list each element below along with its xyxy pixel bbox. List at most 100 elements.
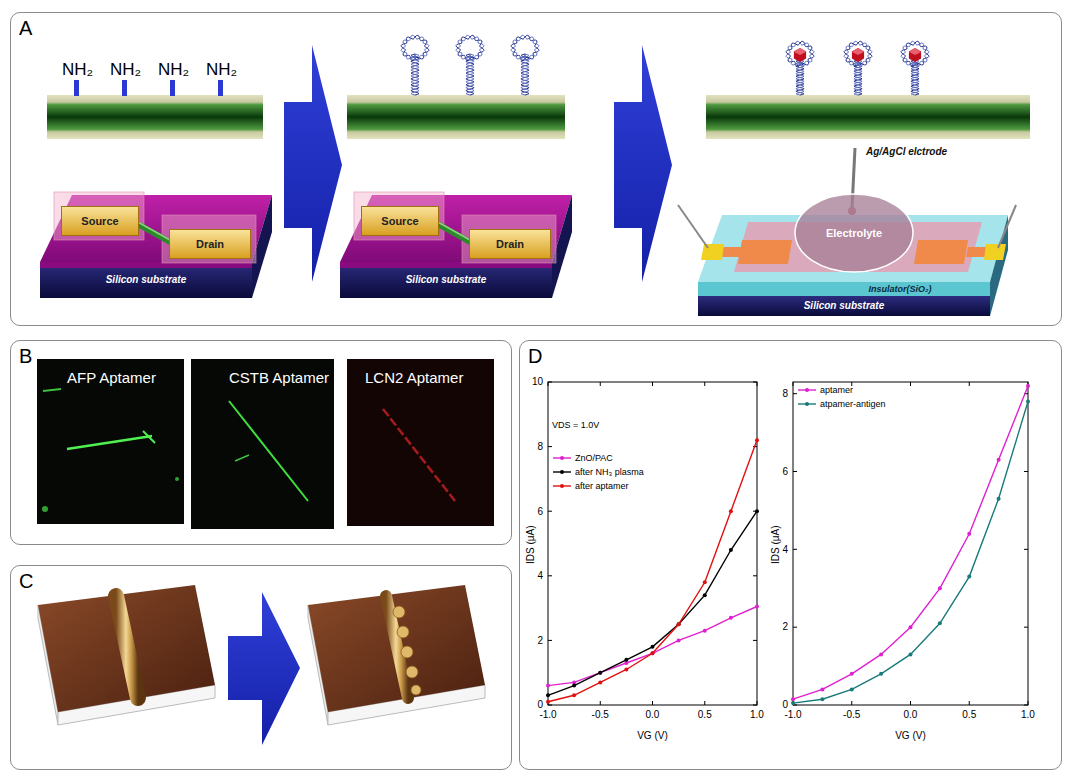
label: NH₂ [110, 60, 141, 80]
data-marker [598, 680, 602, 684]
aptamer-strand [786, 41, 814, 95]
label: 4 [782, 544, 788, 556]
legend-text: atpamer-antigen [820, 399, 886, 409]
tick-mark [548, 640, 552, 641]
legend-entry: ZnO/PAC [552, 451, 613, 465]
node-text: Source [81, 215, 118, 227]
tick-mark [753, 640, 757, 641]
tick-mark [652, 382, 653, 386]
afm-image [308, 585, 485, 725]
label: 1.0 [750, 709, 764, 721]
illustration-shape [74, 80, 79, 96]
label: 0 [537, 699, 543, 711]
label: IDS (μA) [769, 526, 781, 565]
antigen [794, 48, 806, 62]
data-marker [938, 621, 942, 625]
aptamer-strand [456, 35, 484, 95]
label: 6 [537, 506, 543, 518]
tick-mark [910, 382, 911, 386]
illustration-shape [228, 592, 300, 745]
data-marker [967, 575, 971, 579]
label: 10 [532, 376, 543, 388]
legend-text: after aptamer [575, 481, 629, 491]
label: 1.0 [1021, 709, 1035, 721]
data-curve [793, 402, 1028, 704]
node-text: Electrolyte [826, 227, 882, 239]
data-curve [793, 386, 1028, 699]
fet-device [340, 192, 572, 298]
data-marker [703, 593, 707, 597]
node-text: C [19, 570, 33, 593]
illustration-shape [347, 95, 565, 139]
node-text: Drain [496, 238, 524, 250]
label: Silicon substrate [106, 274, 187, 286]
electrolyte-drop: Electrolyte [794, 193, 914, 273]
data-marker [572, 684, 576, 688]
label: 0.5 [962, 709, 976, 721]
data-marker [572, 693, 576, 697]
panel: D [519, 340, 1062, 770]
tick-mark [1028, 701, 1029, 705]
sensor-chip [678, 148, 1016, 316]
illustration-shape [698, 282, 990, 296]
source-pad: Source [61, 206, 139, 236]
data-marker [729, 548, 733, 552]
node-text: AFP Aptamer [67, 369, 156, 386]
aptamer-strand [844, 41, 872, 95]
legend-swatch [552, 467, 572, 477]
data-marker [677, 638, 681, 642]
illustration-shape [998, 205, 1016, 248]
source-pad: Source [361, 206, 439, 236]
panel: C [10, 565, 512, 770]
fet-device [40, 192, 272, 298]
data-marker [651, 651, 655, 655]
plot-frame [548, 382, 757, 705]
tick-mark [704, 701, 705, 705]
data-marker [850, 672, 854, 676]
tick-mark [793, 382, 794, 386]
tick-mark [969, 701, 970, 705]
legend-text: aptamer [820, 385, 853, 395]
tick-mark [969, 382, 970, 386]
data-marker [651, 651, 655, 655]
antigen [794, 48, 806, 55]
data-curve [548, 607, 757, 686]
illustration-shape [136, 223, 170, 242]
illustration-shape [116, 596, 138, 698]
node-text: LCN2 Aptamer [365, 369, 463, 386]
tick-mark [1024, 471, 1028, 472]
data-marker [909, 652, 913, 656]
data-marker [791, 697, 795, 701]
data-marker [1026, 384, 1030, 388]
illustration-shape [397, 626, 409, 638]
illustration-shape [401, 646, 413, 658]
aptamer-strand [401, 35, 429, 95]
data-marker [997, 497, 1001, 501]
node-text: Source [381, 215, 418, 227]
tick-mark [652, 701, 653, 705]
legend-swatch [552, 453, 572, 463]
data-marker [624, 667, 628, 671]
aptamer-strand [401, 35, 429, 95]
illustration-shape [170, 80, 175, 96]
illustration-shape [38, 585, 215, 712]
tick-mark [600, 382, 601, 386]
label: NH₂ [62, 60, 93, 80]
label: 2 [537, 635, 543, 647]
data-marker [703, 629, 707, 633]
iv-charts [546, 382, 1030, 705]
data-marker [791, 701, 795, 705]
tick-mark [548, 511, 552, 512]
aptamer-strand [844, 41, 872, 95]
label: 8 [537, 441, 543, 453]
aptamer-strand [511, 35, 539, 95]
data-marker [997, 458, 1001, 462]
illustration-shape [284, 45, 342, 282]
data-marker [850, 687, 854, 691]
aptamer-strand [456, 35, 484, 95]
illustration-shape [122, 80, 127, 96]
tick-mark [753, 575, 757, 576]
legend-entry: aptamer [797, 383, 853, 397]
drain-pad: Drain [469, 229, 551, 259]
data-marker [677, 622, 681, 626]
